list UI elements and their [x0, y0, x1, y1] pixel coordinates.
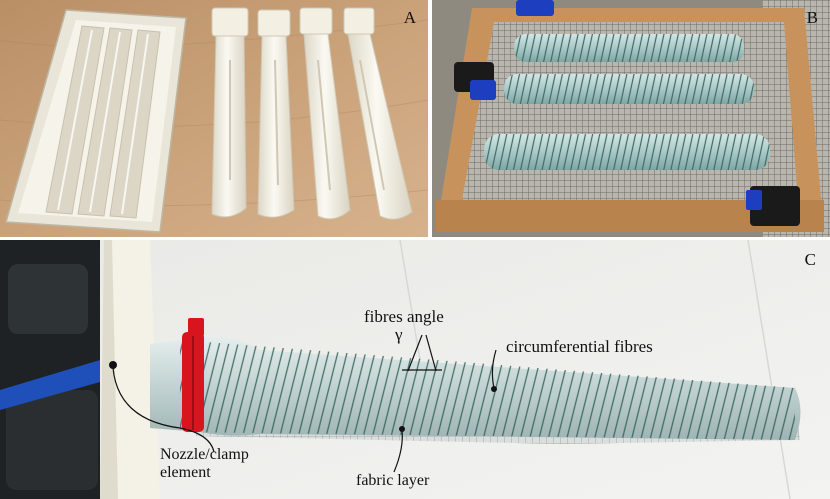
panel-b-photo: [432, 0, 830, 237]
printed-tube: [343, 7, 413, 220]
panel-letter-b: B: [806, 8, 818, 27]
printed-tubes: [211, 7, 413, 220]
panel-c: fibres angle γ circumferential fibres No…: [0, 240, 830, 499]
panel-a: A: [0, 0, 428, 237]
gamma-label: γ: [395, 325, 403, 344]
nozzle-clamp-label-line2: element: [160, 463, 211, 481]
panel-letter-c: C: [804, 250, 816, 269]
panel-c-photo: [0, 240, 830, 499]
red-clamp: [182, 318, 204, 432]
annotation-leaders: [112, 334, 497, 473]
mould-tray: [5, 9, 187, 233]
blue-clamps: [454, 0, 800, 226]
test-rig: [0, 240, 100, 499]
panel-b: B: [432, 0, 830, 237]
nozzle-clamp-label: Nozzle/clamp element: [160, 446, 249, 481]
printed-tube: [211, 7, 249, 218]
panel-a-photo: [0, 0, 428, 237]
wrapped-tube: [514, 34, 744, 62]
circumferential-fibres-label: circumferential fibres: [506, 337, 653, 356]
nozzle-clamp-label-line1: Nozzle/clamp: [160, 446, 249, 463]
fibres-angle-label: fibres angle: [364, 307, 444, 326]
printed-tube: [299, 7, 351, 220]
panel-letter-a: A: [403, 8, 416, 27]
fibre-wrapped-tube: [150, 336, 801, 440]
wrapped-tube: [504, 74, 754, 104]
fabric-layer-label: fabric layer: [356, 472, 430, 489]
nozzle-clamp-plate: [100, 240, 160, 499]
wrapped-tube: [484, 134, 770, 170]
wrapped-tubes: [484, 34, 770, 170]
printed-tube: [257, 9, 295, 218]
